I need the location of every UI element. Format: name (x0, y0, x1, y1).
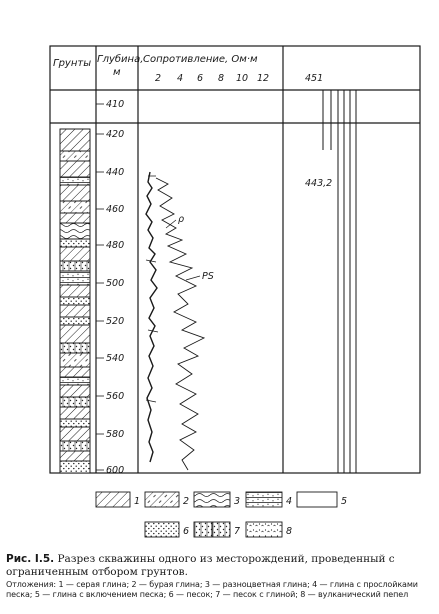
bottom-depth-label: 443,2 (305, 178, 332, 189)
resistivity-tick: 10 (236, 73, 248, 84)
log-curves (145, 171, 206, 471)
legend-number: 1 (134, 496, 140, 507)
depth-label: 600 (106, 465, 124, 476)
legend-item: 2 (144, 491, 189, 508)
col-soils-header: Грунты (53, 58, 91, 69)
figure-title: Разрез скважины одного из месторождений,… (6, 553, 395, 578)
legend-item: 4 (245, 491, 292, 508)
well-section-figure: Грунты Глубина, м Сопротивление, Ом·м 2 … (49, 45, 421, 538)
rho-leader (165, 219, 177, 229)
depth-label: 500 (106, 278, 124, 289)
ps-curve (155, 177, 206, 471)
resistivity-tick: 8 (218, 73, 224, 84)
legend-number: 7 (234, 526, 240, 537)
depth-label: 410 (106, 99, 124, 110)
legend-item: 5 (296, 491, 347, 508)
legend-item: 6 (144, 521, 189, 538)
legend-item: 1 (95, 491, 140, 508)
well-column (322, 90, 357, 473)
legend-description: Отложения: 1 — серая глина; 2 — бурая гл… (6, 580, 418, 599)
resistivity-tick: 12 (257, 73, 269, 84)
soil-column (59, 128, 91, 474)
depth-label: 420 (106, 129, 124, 140)
rho-label: ρ (178, 214, 184, 225)
legend-item: 8 (245, 521, 292, 538)
resistivity-tick: 4 (177, 73, 183, 84)
legend-number: 8 (286, 526, 292, 537)
depth-label: 520 (106, 316, 124, 327)
legend-item: 7 (193, 521, 240, 538)
resistivity-tick: 6 (197, 73, 203, 84)
legend-item: 3 (193, 491, 240, 508)
col-resistivity-header: Сопротивление, Ом·м (143, 54, 258, 65)
legend-number: 2 (183, 496, 189, 507)
legend-number: 6 (183, 526, 189, 537)
ps-label: PS (202, 271, 214, 282)
legend-number: 4 (286, 496, 292, 507)
header-labels: Грунты Глубина, м Сопротивление, Ом·м 2 … (53, 53, 323, 84)
depth-label: 540 (106, 353, 124, 364)
depth-label: 440 (106, 167, 124, 178)
legend-number: 5 (341, 496, 347, 507)
well-number-label: 451 (305, 73, 323, 84)
depth-axis (96, 103, 104, 471)
figure-label: Рис. I.5. (6, 553, 55, 565)
figure-caption: Рис. I.5. Разрез скважины одного из мест… (6, 553, 434, 579)
depth-label: 560 (106, 391, 124, 402)
depth-label: 480 (106, 240, 124, 251)
col-depth-unit: м (113, 67, 121, 78)
base-line (145, 175, 159, 403)
ps-leader (185, 275, 201, 281)
rho-curve (145, 171, 158, 463)
depth-label: 580 (106, 429, 124, 440)
depth-labels: 410 420 440 460 480 500 520 540 560 580 … (106, 99, 124, 476)
section-frame (49, 45, 421, 474)
legend: 1 2 3 4 5 6 7 8 (95, 491, 347, 538)
legend-number: 3 (234, 496, 240, 507)
depth-label: 460 (106, 204, 124, 215)
resistivity-tick: 2 (155, 73, 161, 84)
col-depth-header: Глубина, (97, 53, 143, 65)
